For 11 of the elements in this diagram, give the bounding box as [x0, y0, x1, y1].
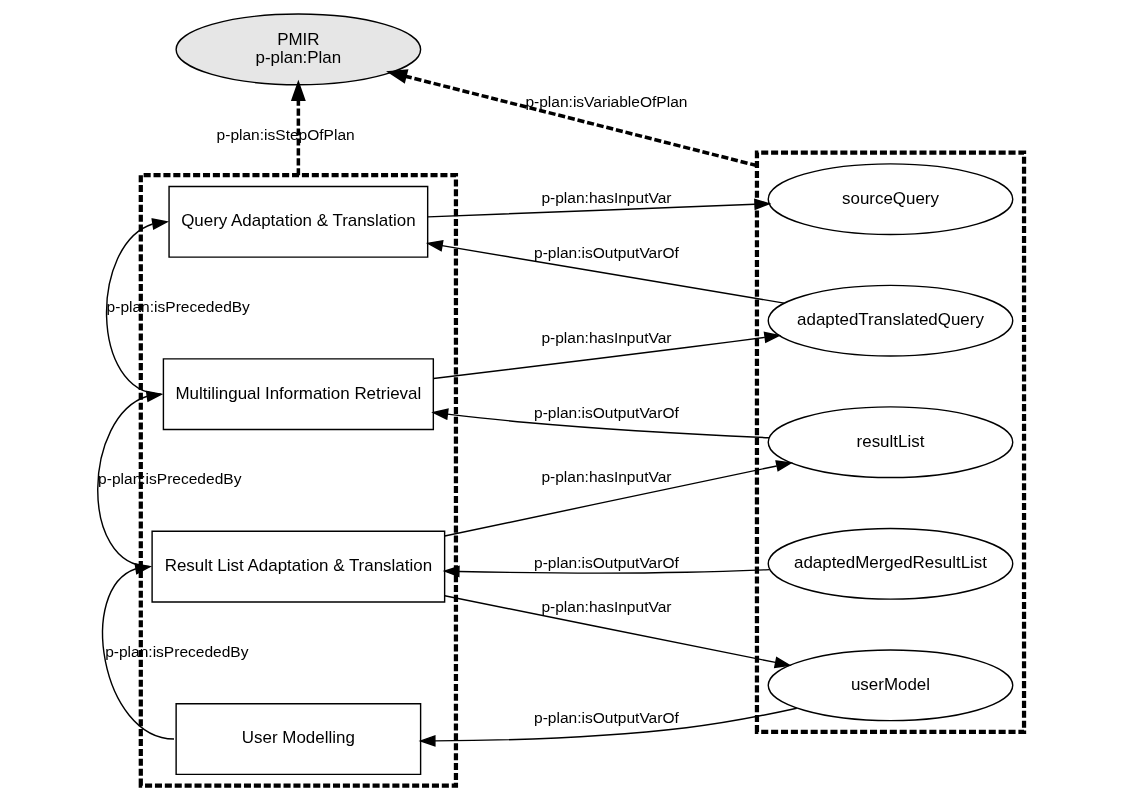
edge-label: p-plan:hasInputVar	[540, 189, 671, 207]
edge-label: p-plan:isOutputVarOf	[533, 403, 679, 421]
edge-label: p-plan:isOutputVarOf	[533, 244, 679, 262]
edge-label: p-plan:isOutputVarOf	[533, 709, 679, 727]
edge-label: p-plan:hasInputVar	[540, 597, 671, 615]
edge-label: p-plan:isVariableOfPlan	[524, 93, 687, 111]
edge-label: p-plan:isOutputVarOf	[533, 553, 679, 571]
edge-label: p-plan:isStepOfPlan	[216, 125, 355, 143]
edge-label: p-plan:hasInputVar	[540, 329, 671, 347]
edge-label: p-plan:hasInputVar	[540, 467, 671, 485]
edge-label: p-plan:isPrecededBy	[104, 642, 248, 660]
